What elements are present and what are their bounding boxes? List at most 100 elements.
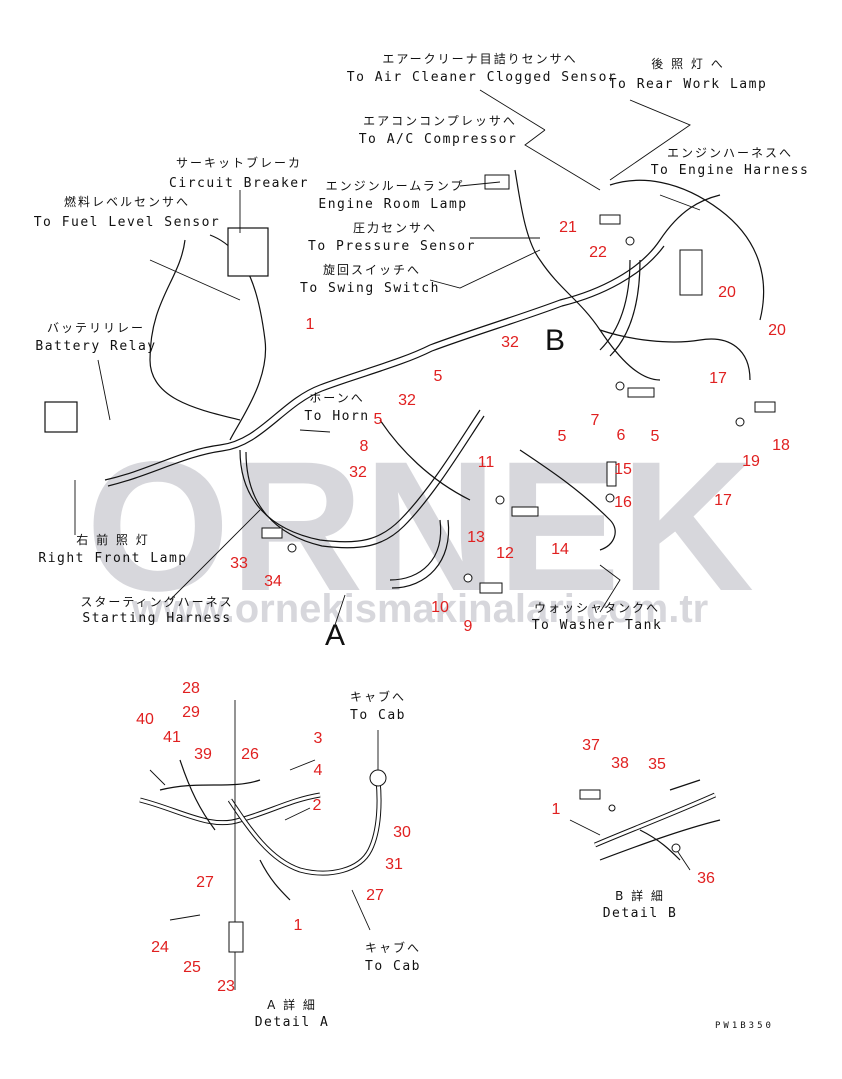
to-cab-bottom-en: To Cab xyxy=(365,959,421,974)
part-number: 4 xyxy=(314,762,323,779)
battery-relay-jp: バッテリリレー xyxy=(47,321,145,335)
part-number: 31 xyxy=(385,856,403,873)
engine-harness-jp: エンジンハーネスへ xyxy=(667,146,793,160)
part-number: 26 xyxy=(241,746,259,763)
swing-switch-jp: 旋回スイッチへ xyxy=(323,263,421,277)
ac-compressor-en: To A/C Compressor xyxy=(359,132,518,147)
part-number: 15 xyxy=(614,461,632,478)
washer-tank-en: To Washer Tank xyxy=(532,618,663,633)
detail-a-labels: キャブへ To Cab キャブへ To Cab A 詳 細 Detail A xyxy=(255,689,421,1030)
to-cab-bottom-jp: キャブへ xyxy=(365,940,421,955)
part-number: 1 xyxy=(552,801,561,818)
ac-compressor-jp: エアコンコンプレッサへ xyxy=(363,114,517,128)
part-number: 17 xyxy=(714,492,732,509)
view-marker-a: A xyxy=(325,619,345,652)
part-number: 7 xyxy=(591,412,600,429)
starting-harness-jp: スターティングハーネス xyxy=(80,595,233,609)
part-number: 1 xyxy=(306,316,315,333)
engine-room-lamp-en: Engine Room Lamp xyxy=(318,197,467,212)
watermark-brand: ORNEK xyxy=(86,424,754,630)
watermark-url: www.ornekismakinalari.com.tr xyxy=(131,587,709,631)
part-number: 29 xyxy=(182,704,200,721)
main-part-numbers: 1 32 5 32 5 8 11 32 13 12 10 9 33 34 14 … xyxy=(230,219,790,635)
fuel-level-en: To Fuel Level Sensor xyxy=(34,215,221,230)
detail-a-en: Detail A xyxy=(255,1015,330,1030)
rear-lamp-jp: 後 照 灯 へ xyxy=(651,57,724,71)
washer-tank-jp: ウォッシャタンクへ xyxy=(534,601,660,615)
to-cab-top-en: To Cab xyxy=(350,708,406,723)
pressure-sensor-en: To Pressure Sensor xyxy=(308,239,476,254)
part-number: 5 xyxy=(434,368,443,385)
part-number: 30 xyxy=(393,824,411,841)
part-number: 13 xyxy=(467,529,485,546)
part-number: 5 xyxy=(651,428,660,445)
detail-b-jp: B 詳 細 xyxy=(615,888,665,903)
pressure-sensor-jp: 圧力センサへ xyxy=(353,221,437,235)
part-number: 24 xyxy=(151,939,169,956)
air-cleaner-jp: エアークリーナ目詰りセンサへ xyxy=(382,51,577,66)
part-number: 17 xyxy=(709,370,727,387)
horn-jp: ホーンへ xyxy=(309,391,364,405)
part-number: 16 xyxy=(614,494,632,511)
part-number: 19 xyxy=(742,453,760,470)
watermark: ORNEK www.ornekismakinalari.com.tr xyxy=(86,424,754,631)
part-number: 39 xyxy=(194,746,212,763)
part-number: 20 xyxy=(718,284,736,301)
rear-lamp-en: To Rear Work Lamp xyxy=(609,77,768,92)
part-number: 38 xyxy=(611,755,629,772)
part-number: 37 xyxy=(582,737,600,754)
engine-harness-en: To Engine Harness xyxy=(651,163,810,178)
callout-labels: エアークリーナ目詰りセンサへ To Air Cleaner Clogged Se… xyxy=(34,51,810,652)
detail-a-drawing xyxy=(139,700,387,990)
detail-b-labels: B 詳 細 Detail B 37 38 35 1 36 xyxy=(552,737,715,921)
part-number: 5 xyxy=(374,411,383,428)
part-number: 22 xyxy=(589,244,607,261)
part-number: 23 xyxy=(217,978,235,995)
detail-a-part-numbers: 28 29 40 41 39 26 3 4 2 30 31 27 27 1 24… xyxy=(136,680,411,995)
to-cab-top-jp: キャブへ xyxy=(350,689,406,704)
part-number: 34 xyxy=(264,573,282,590)
part-number: 8 xyxy=(360,438,369,455)
part-number: 1 xyxy=(294,917,303,934)
part-number: 18 xyxy=(772,437,790,454)
battery-relay-en: Battery Relay xyxy=(35,339,156,354)
part-number: 14 xyxy=(551,541,569,558)
part-number: 32 xyxy=(398,392,416,409)
part-number: 27 xyxy=(366,887,384,904)
starting-harness-en: Starting Harness xyxy=(82,611,231,626)
right-front-lamp-jp: 右 前 照 灯 xyxy=(76,532,149,547)
drawing-code: PW1B350 xyxy=(715,1021,774,1031)
part-number: 36 xyxy=(697,870,715,887)
right-front-lamp-en: Right Front Lamp xyxy=(38,551,187,566)
part-number: 11 xyxy=(478,454,495,471)
air-cleaner-en: To Air Cleaner Clogged Sensor xyxy=(347,70,617,85)
part-number: 21 xyxy=(559,219,577,236)
part-number: 25 xyxy=(183,959,201,976)
part-number: 5 xyxy=(558,428,567,445)
engine-room-lamp-jp: エンジンルームランプ xyxy=(326,179,465,193)
horn-en: To Horn xyxy=(304,409,369,424)
part-number: 28 xyxy=(182,680,200,697)
detail-a-jp: A 詳 細 xyxy=(267,997,317,1012)
part-number: 32 xyxy=(501,334,519,351)
main-harness-drawing xyxy=(44,89,776,641)
part-number: 3 xyxy=(314,730,323,747)
part-number: 41 xyxy=(163,729,181,746)
circuit-breaker-en: Circuit Breaker xyxy=(169,176,309,191)
part-number: 6 xyxy=(617,427,626,444)
part-number: 40 xyxy=(136,711,154,728)
view-marker-b: B xyxy=(545,324,565,357)
circuit-breaker-jp: サーキットブレーカ xyxy=(176,155,302,170)
part-number: 27 xyxy=(196,874,214,891)
detail-b-drawing xyxy=(569,779,721,871)
part-number: 9 xyxy=(464,618,473,635)
part-number: 33 xyxy=(230,555,248,572)
detail-b-en: Detail B xyxy=(603,906,678,921)
fuel-level-jp: 燃料レベルセンサへ xyxy=(64,194,190,209)
part-number: 20 xyxy=(768,322,786,339)
part-number: 12 xyxy=(496,545,514,562)
part-number: 10 xyxy=(431,599,449,616)
part-number: 2 xyxy=(313,797,322,814)
